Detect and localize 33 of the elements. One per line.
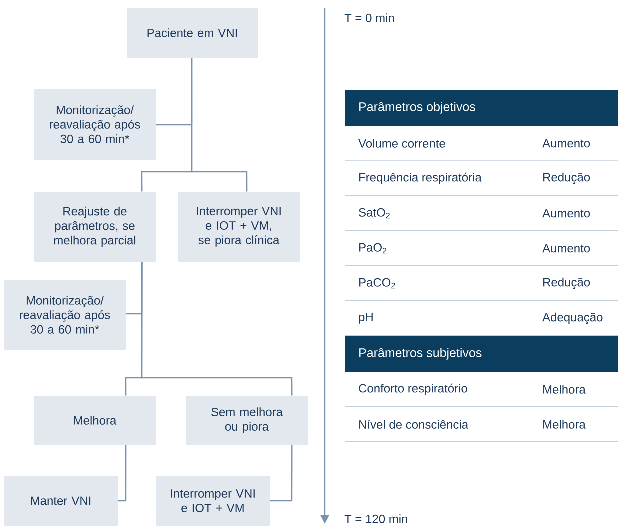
table-cell: Aumento	[542, 244, 590, 253]
process-box: Interromper VNI e IOT + VM	[156, 476, 270, 526]
table-cell: Redução	[544, 172, 590, 184]
table-cell: Nível de consciência	[360, 420, 469, 429]
table-cell: pH	[359, 313, 373, 324]
table-cell: PaO$_{2}$	[360, 243, 387, 254]
time-label: T = 120 min	[344, 514, 408, 524]
process-box: Melhora	[34, 396, 156, 445]
process-box: Sem melhora ou piora	[186, 396, 308, 445]
process-box: Reajuste de parâmetros, se melhora parcial	[34, 192, 156, 262]
table-cell: Melhora	[544, 420, 586, 429]
table-cell: Aumento	[542, 139, 590, 148]
connector-line	[141, 262, 293, 396]
table-cell: Adequação	[542, 312, 603, 324]
table-header: Parâmetros objetivos	[345, 90, 618, 126]
process-box: Manter VNI	[4, 476, 118, 526]
table-cell: SatO$_{2}$	[359, 208, 390, 219]
process-box: Interromper VNI e IOT + VM, se piora clínica	[178, 192, 300, 262]
table-cell: Frequência respiratória	[360, 172, 482, 184]
table-cell: Conforto respiratório	[359, 384, 468, 396]
connector-line	[191, 58, 248, 192]
process-box: Monitorização/ reavaliação após 30 a 60 min*	[34, 89, 156, 160]
table-cell: Melhora	[544, 385, 586, 394]
table-cell: Volume corrente	[358, 139, 446, 148]
process-box: Paciente em VNI	[127, 8, 258, 58]
table-cell: PaCO$_{2}$	[360, 278, 396, 289]
connector-line	[118, 445, 127, 502]
table-header: Parâmetros subjetivos	[345, 336, 618, 372]
time-label: T = 0 min	[344, 14, 394, 22]
connector-line	[270, 445, 293, 502]
process-box: Monitorização/ reavaliação após 30 a 60 min*	[4, 280, 126, 350]
table-cell: Redução	[544, 278, 590, 290]
table-cell: Aumento	[542, 209, 590, 218]
